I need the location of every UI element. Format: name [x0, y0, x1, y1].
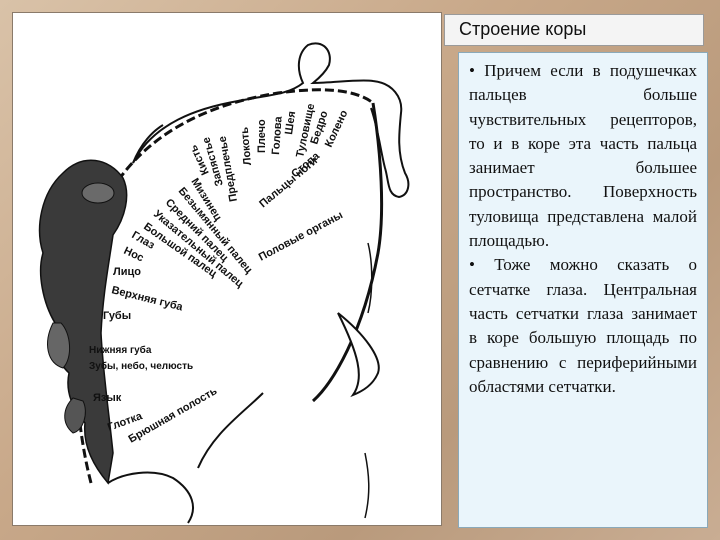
cortex-inner-line: [197, 392, 264, 469]
label-teeth: Зубы, небо, челюсть: [89, 360, 193, 372]
sensory-homunculus-diagram: Пальцы ноги Стопа Половые органы Колено …: [38, 42, 410, 524]
body-outline: [132, 42, 410, 199]
label-head: Голова: [270, 115, 285, 155]
text-box: • Причем если в подушечках пальцев больш…: [458, 52, 708, 528]
lip-shape: [47, 322, 70, 369]
eye-shape: [81, 182, 115, 204]
label-lower-lip: Нижняя губа: [89, 344, 152, 356]
cortex-medial-edge: [311, 102, 384, 403]
label-lips: Губы: [103, 310, 131, 322]
section-curve: [337, 312, 380, 398]
tongue-shape: [64, 397, 86, 434]
label-shoulder: Плечо: [256, 119, 268, 153]
head-face-figure: [38, 159, 128, 485]
title-box: Строение коры: [444, 14, 704, 46]
label-face: Лицо: [113, 266, 141, 278]
label-nose: Нос: [122, 245, 146, 265]
label-neck: Шея: [283, 110, 298, 135]
pharynx-outline: [107, 471, 194, 524]
homunculus-figure: Пальцы ноги Стопа Половые органы Колено …: [12, 12, 442, 526]
label-genitals: Половые органы: [257, 209, 345, 263]
paragraph-retina: • Тоже можно сказать о сетчатке глаза. Ц…: [469, 255, 697, 396]
label-elbow: Локоть: [239, 126, 254, 166]
body-text: • Причем если в подушечках пальцев больш…: [469, 59, 697, 399]
paragraph-receptors: • Причем если в подушечках пальцев больш…: [469, 61, 697, 251]
slide-title: Строение коры: [459, 19, 587, 39]
label-tongue: Язык: [93, 392, 122, 404]
